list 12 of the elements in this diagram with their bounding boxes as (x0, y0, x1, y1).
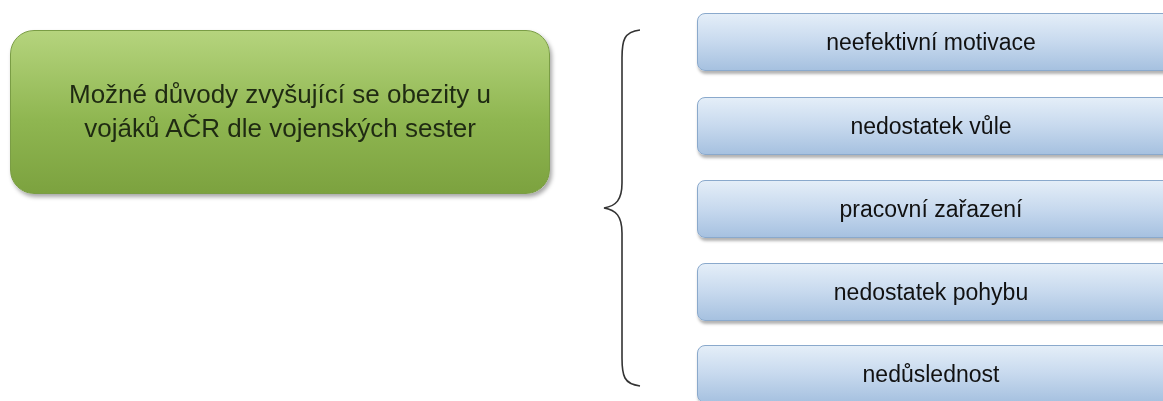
item-box (697, 263, 1163, 321)
item-text: nedostatek vůle (849, 112, 1013, 140)
item-box (697, 345, 1163, 401)
item-text: nedůslednost (861, 360, 1001, 388)
item-text: nedostatek pohybu (832, 278, 1030, 306)
item-text: neefektivní motivace (825, 28, 1037, 56)
item-box (697, 13, 1163, 71)
item-text: pracovní zařazení (838, 195, 1024, 223)
item-box (697, 97, 1163, 155)
title-box (10, 30, 550, 194)
heading-text: Možné důvody zvyšující se obezity u vojáků AČR dle vojenských sester (68, 78, 492, 145)
item-box (697, 180, 1163, 238)
